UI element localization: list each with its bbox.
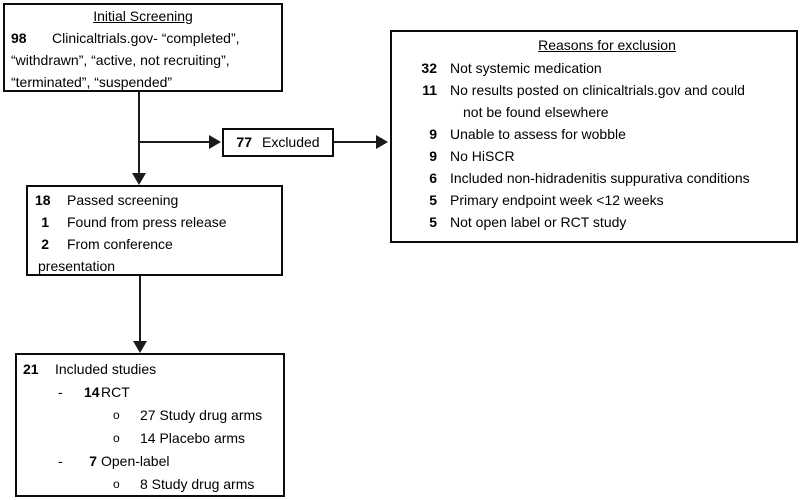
circle-bullet: o <box>113 477 120 491</box>
exclusion-item-text: Not systemic medication <box>450 60 602 76</box>
exclusion-item-text: Included non-hidradenitis suppurativa co… <box>450 170 750 186</box>
passed-row-text: From conference <box>67 236 173 252</box>
passed-screening-box: 18 Passed screening 1 Found from press r… <box>26 185 283 276</box>
passed-row-text: Found from press release <box>67 214 227 230</box>
included-group-rct: - 14 RCT <box>23 381 277 404</box>
arrow-excluded-to-reasons-head <box>376 135 388 149</box>
dash-bullet: - <box>58 453 63 469</box>
included-subitem: o 14 Placebo arms <box>23 427 277 450</box>
exclusion-item: 11 No results posted on clinicaltrials.g… <box>400 79 788 101</box>
exclusion-item-count: 5 <box>429 192 437 208</box>
arrow-branch-to-excluded-head <box>209 135 221 149</box>
exclusion-item-text: No HiSCR <box>450 148 515 164</box>
exclusion-item: 5 Primary endpoint week <12 weeks <box>400 189 788 211</box>
exclusion-item: 5 Not open label or RCT study <box>400 211 788 233</box>
exclusion-item-text: No results posted on clinicaltrials.gov … <box>450 82 745 98</box>
included-subitem-text: 14 Placebo arms <box>140 430 246 446</box>
initial-screening-line-2: “withdrawn”, “active, not recruiting”, <box>11 52 230 68</box>
passed-row: 2 From conference <box>35 233 274 255</box>
initial-screening-box: Initial Screening 98 Clinicaltrials.gov- … <box>3 3 283 92</box>
exclusion-item-text: not be found elsewhere <box>463 104 609 120</box>
initial-screening-title: Initial Screening <box>93 8 193 24</box>
initial-screening-text-1: Clinicaltrials.gov- “completed”, <box>52 30 240 46</box>
passed-row-wrap-text: presentation <box>38 258 116 274</box>
excluded-box: 77 Excluded <box>222 128 334 157</box>
initial-screening-count: 98 <box>11 30 27 46</box>
circle-bullet: o <box>113 431 120 445</box>
excluded-label: Excluded <box>261 134 320 150</box>
exclusion-item-count: 32 <box>421 60 437 76</box>
included-subitem-text: 27 Study drug arms <box>140 407 263 423</box>
passed-row-text: Passed screening <box>67 192 179 208</box>
reasons-for-exclusion-title: Reasons for exclusion <box>538 37 676 53</box>
included-group-count: 14 <box>84 384 100 400</box>
included-group-count: 7 <box>89 453 97 469</box>
included-studies-label: Included studies <box>55 361 157 377</box>
exclusion-item-text: Unable to assess for wobble <box>450 126 626 142</box>
passed-row: 18 Passed screening <box>35 189 274 211</box>
passed-row-count: 2 <box>41 236 49 252</box>
exclusion-item-count: 9 <box>429 148 437 164</box>
included-studies-count: 21 <box>23 361 39 377</box>
exclusion-item-continuation: not be found elsewhere <box>400 101 788 123</box>
exclusion-item-count: 11 <box>422 82 437 98</box>
exclusion-item-text: Primary endpoint week <12 weeks <box>450 192 664 208</box>
passed-row-count: 1 <box>41 214 49 230</box>
exclusion-item-count: 9 <box>429 126 437 142</box>
initial-screening-line-1: 98 Clinicaltrials.gov- “completed”, <box>11 27 275 49</box>
included-subitem: o 8 Study drug arms <box>23 473 277 496</box>
included-subitem-text: 8 Study drug arms <box>140 476 255 492</box>
included-group-open-label: - 7 Open-label <box>23 450 277 473</box>
arrow-passed-to-included-head <box>133 341 147 353</box>
exclusion-item-count: 5 <box>429 214 437 230</box>
initial-screening-line-3: “terminated”, “suspended” <box>11 74 173 90</box>
dash-bullet: - <box>58 384 63 400</box>
included-subitem: o 27 Study drug arms <box>23 404 277 427</box>
reasons-for-exclusion-box: Reasons for exclusion 32 Not systemic me… <box>390 30 798 243</box>
arrow-initial-to-passed-head <box>132 173 146 185</box>
exclusion-item: 6 Included non-hidradenitis suppurativa … <box>400 167 788 189</box>
exclusion-item: 32 Not systemic medication <box>400 57 788 79</box>
included-studies-box: 21 Included studies - 14 RCT o 27 Study … <box>15 353 285 497</box>
exclusion-item-count <box>421 101 437 123</box>
excluded-count: 77 <box>236 134 252 150</box>
exclusion-item: 9 No HiSCR <box>400 145 788 167</box>
passed-row-count: 18 <box>35 192 51 208</box>
passed-row: 1 Found from press release <box>35 211 274 233</box>
included-group-label: Open-label <box>101 453 170 469</box>
included-group-label: RCT <box>101 384 130 400</box>
included-studies-heading: 21 Included studies <box>23 358 277 381</box>
circle-bullet: o <box>113 408 120 422</box>
exclusion-item: 9 Unable to assess for wobble <box>400 123 788 145</box>
exclusion-item-text: Not open label or RCT study <box>450 214 627 230</box>
exclusion-item-count: 6 <box>429 170 437 186</box>
